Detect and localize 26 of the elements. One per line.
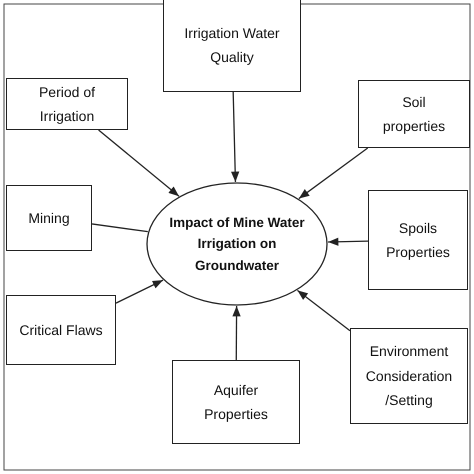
arrow <box>231 92 240 182</box>
factor-box <box>350 328 468 424</box>
factor-box <box>6 185 92 251</box>
arrow <box>116 280 164 304</box>
node-label: Impact of Mine Water Irrigation on Groundwater <box>168 214 306 275</box>
node-label: Critical Flaws <box>19 320 103 340</box>
factor-box <box>6 295 116 365</box>
factor-box <box>358 80 470 148</box>
node-label: Mining <box>28 208 70 228</box>
node-label: Soil properties <box>382 92 446 136</box>
arrow <box>297 290 350 332</box>
connector-line <box>92 223 148 232</box>
factor-box <box>368 190 468 290</box>
node-label: Period of Irrigation <box>38 82 96 126</box>
arrow <box>298 147 368 200</box>
factor-box <box>163 0 301 92</box>
arrow <box>328 238 368 246</box>
factor-box <box>6 78 128 130</box>
arrow <box>98 130 180 197</box>
node-label: Aquifer Properties <box>203 380 269 424</box>
node-label: Irrigation Water Quality <box>183 24 281 67</box>
ellipse-node <box>146 182 328 306</box>
node-label: Spoils Properties <box>385 218 451 262</box>
arrow <box>232 306 241 360</box>
factor-box <box>172 360 300 444</box>
node-label: Environment Consideration /Setting <box>364 342 454 410</box>
